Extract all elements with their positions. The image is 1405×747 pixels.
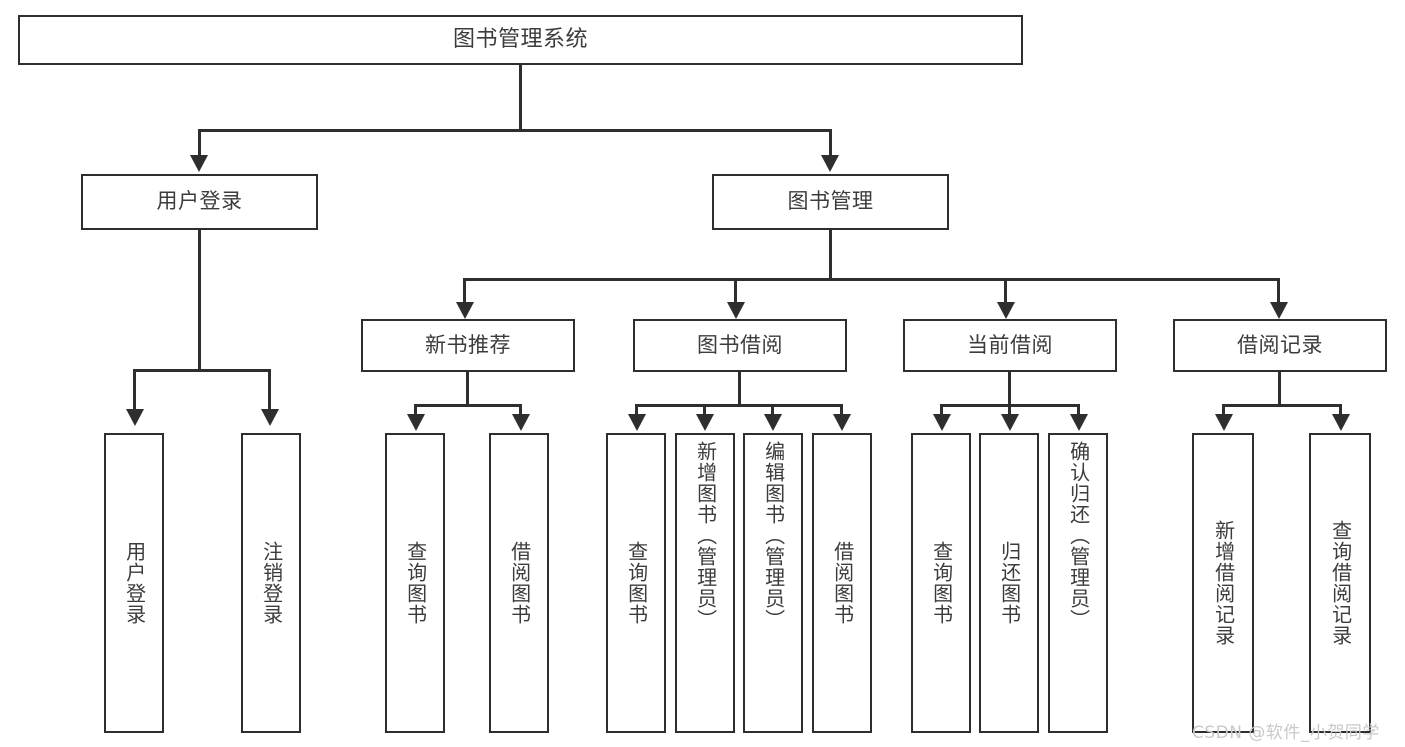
connector-newbook-drop-2 xyxy=(519,404,522,422)
node-label: 编辑图书（管理员） xyxy=(761,441,786,630)
connector-borrowrecord-drop-1 xyxy=(1222,404,1225,422)
node-label: 查询借阅记录 xyxy=(1328,520,1353,646)
connector-newbook-drop-1 xyxy=(414,404,417,422)
connector-borrowrecord-stem xyxy=(1278,372,1281,406)
leaf-query-book-current[interactable]: 查询图书 xyxy=(911,433,971,733)
arrowhead-borrowrecord-1 xyxy=(1215,414,1233,431)
leaf-confirm-return-admin[interactable]: 确认归还（管理员） xyxy=(1048,433,1108,733)
node-label: 当前借阅 xyxy=(967,332,1053,357)
leaf-edit-book-admin[interactable]: 编辑图书（管理员） xyxy=(743,433,803,733)
arrowhead-bookborrow-1 xyxy=(628,414,646,431)
node-book-borrow[interactable]: 图书借阅 xyxy=(633,319,847,372)
connector-currentborrow-drop-2 xyxy=(1008,404,1011,422)
node-user-login[interactable]: 用户登录 xyxy=(81,174,318,230)
arrowhead-bookborrow-4 xyxy=(833,414,851,431)
leaf-logout[interactable]: 注销登录 xyxy=(241,433,301,733)
arrowhead-bookmgmt-1 xyxy=(456,302,474,319)
arrowhead-userlogin-1 xyxy=(126,409,144,426)
node-label: 注销登录 xyxy=(259,541,284,625)
connector-bookborrow-stem xyxy=(738,372,741,406)
connector-bookborrow-drop-2 xyxy=(703,404,706,422)
node-label: 查询图书 xyxy=(929,541,954,625)
connector-root-stem xyxy=(519,65,522,129)
node-borrow-record[interactable]: 借阅记录 xyxy=(1173,319,1387,372)
leaf-add-borrow-record[interactable]: 新增借阅记录 xyxy=(1192,433,1254,733)
leaf-borrow-book-newbook[interactable]: 借阅图书 xyxy=(489,433,549,733)
node-label: 用户登录 xyxy=(122,541,147,625)
arrowhead-root-1 xyxy=(190,155,208,172)
connector-newbook-stem xyxy=(466,372,469,406)
arrowhead-newbook-1 xyxy=(407,414,425,431)
node-label: 新增图书（管理员） xyxy=(693,441,718,630)
node-label: 查询图书 xyxy=(403,541,428,625)
arrowhead-bookmgmt-2 xyxy=(727,302,745,319)
connector-bookmgmt-bus xyxy=(463,278,1280,281)
connector-bookborrow-drop-3 xyxy=(771,404,774,422)
connector-bookborrow-drop-1 xyxy=(635,404,638,422)
leaf-user-login[interactable]: 用户登录 xyxy=(104,433,164,733)
leaf-query-book-newbook[interactable]: 查询图书 xyxy=(385,433,445,733)
connector-borrowrecord-bus xyxy=(1222,404,1342,407)
leaf-return-book[interactable]: 归还图书 xyxy=(979,433,1039,733)
node-label: 图书借阅 xyxy=(697,332,783,357)
arrowhead-bookborrow-2 xyxy=(696,414,714,431)
connector-borrowrecord-drop-2 xyxy=(1339,404,1342,422)
connector-newbook-bus xyxy=(414,404,522,407)
connector-bookmgmt-drop-1 xyxy=(463,278,466,306)
node-label: 借阅图书 xyxy=(507,541,532,625)
node-label: 用户登录 xyxy=(156,189,243,214)
node-label: 归还图书 xyxy=(997,541,1022,625)
node-current-borrow[interactable]: 当前借阅 xyxy=(903,319,1117,372)
connector-bookmgmt-stem xyxy=(829,230,832,280)
connector-root-drop-1 xyxy=(198,129,201,159)
arrowhead-bookmgmt-4 xyxy=(1270,302,1288,319)
node-root-system[interactable]: 图书管理系统 xyxy=(18,15,1023,65)
connector-userlogin-drop-2 xyxy=(268,369,271,413)
leaf-query-borrow-record[interactable]: 查询借阅记录 xyxy=(1309,433,1371,733)
connector-bookmgmt-drop-4 xyxy=(1277,278,1280,306)
arrowhead-currentborrow-2 xyxy=(1001,414,1019,431)
connector-bookmgmt-drop-3 xyxy=(1004,278,1007,306)
connector-bookmgmt-drop-2 xyxy=(734,278,737,306)
connector-currentborrow-drop-1 xyxy=(940,404,943,422)
arrowhead-bookmgmt-3 xyxy=(997,302,1015,319)
connector-root-drop-2 xyxy=(829,129,832,159)
connector-currentborrow-stem xyxy=(1008,372,1011,406)
leaf-borrow-book[interactable]: 借阅图书 xyxy=(812,433,872,733)
node-label: 图书管理 xyxy=(787,189,874,214)
node-label: 确认归还（管理员） xyxy=(1066,441,1091,630)
node-label: 新增借阅记录 xyxy=(1211,520,1236,646)
arrowhead-root-2 xyxy=(821,155,839,172)
node-label: 新书推荐 xyxy=(425,332,511,357)
csdn-watermark: CSDN @软件_小贺同学 xyxy=(1192,723,1380,743)
node-book-management[interactable]: 图书管理 xyxy=(712,174,949,230)
arrowhead-borrowrecord-2 xyxy=(1332,414,1350,431)
node-new-book-recommend[interactable]: 新书推荐 xyxy=(361,319,575,372)
connector-userlogin-stem xyxy=(198,230,201,371)
arrowhead-bookborrow-3 xyxy=(764,414,782,431)
connector-userlogin-bus xyxy=(133,369,271,372)
connector-root-bus xyxy=(198,129,831,132)
connector-currentborrow-drop-3 xyxy=(1077,404,1080,422)
leaf-add-book-admin[interactable]: 新增图书（管理员） xyxy=(675,433,735,733)
arrowhead-userlogin-2 xyxy=(261,409,279,426)
arrowhead-newbook-2 xyxy=(512,414,530,431)
connector-bookborrow-drop-4 xyxy=(840,404,843,422)
node-label: 借阅记录 xyxy=(1237,332,1323,357)
node-label: 图书管理系统 xyxy=(452,26,588,52)
connector-userlogin-drop-1 xyxy=(133,369,136,413)
node-label: 查询图书 xyxy=(624,541,649,625)
leaf-query-book-borrow[interactable]: 查询图书 xyxy=(606,433,666,733)
arrowhead-currentborrow-3 xyxy=(1070,414,1088,431)
connector-bookborrow-bus xyxy=(635,404,843,407)
arrowhead-currentborrow-1 xyxy=(933,414,951,431)
node-label: 借阅图书 xyxy=(830,541,855,625)
